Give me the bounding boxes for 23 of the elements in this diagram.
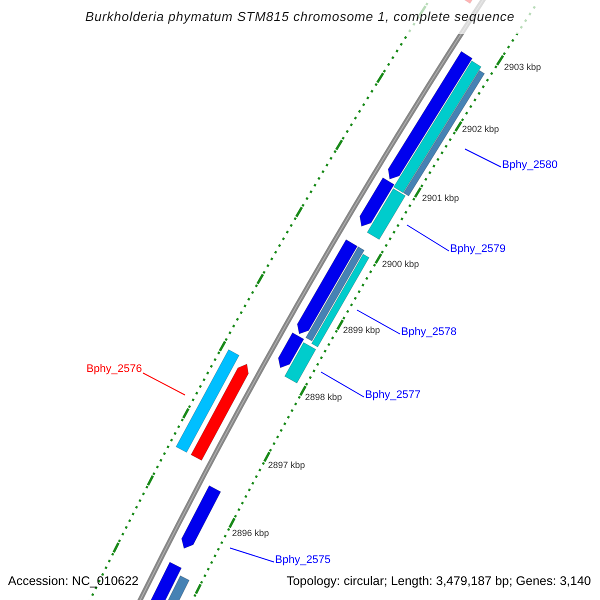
title: Burkholderia phymatum STM815 chromosome 1, complete sequence xyxy=(85,8,515,26)
gene-label: Bphy_2577 xyxy=(365,389,421,402)
gene-label: Bphy_2575 xyxy=(275,554,331,567)
accession-number: Accession: NC_010622 xyxy=(8,574,139,589)
scale-tick-label: 2898 kbp xyxy=(305,392,342,403)
sequence-info: Topology: circular; Length: 3,479,187 bp; Genes: 3,140 xyxy=(286,574,591,589)
gene-label: Bphy_2579 xyxy=(450,243,506,256)
scale-tick-label: 2902 kbp xyxy=(462,124,500,135)
scale-tick-label: 2899 kbp xyxy=(343,325,380,336)
leader-line xyxy=(230,548,274,562)
scale-tick-label: 2896 kbp xyxy=(232,528,270,539)
leader-line xyxy=(406,224,450,252)
leader-line xyxy=(320,372,364,398)
gene-label: Bphy_2576 xyxy=(86,363,142,376)
scale-tick-label: 2903 kbp xyxy=(504,62,542,73)
gene-label: Bphy_2578 xyxy=(401,326,457,339)
scale-tick-label: 2897 kbp xyxy=(268,460,306,471)
leader-line xyxy=(142,372,186,396)
scale-tick-label: 2900 kbp xyxy=(382,259,420,270)
leader-line xyxy=(464,148,502,168)
gene-label: Bphy_2580 xyxy=(502,159,558,172)
leader-line xyxy=(356,310,400,334)
scale-tick-label: 2901 kbp xyxy=(422,193,460,204)
